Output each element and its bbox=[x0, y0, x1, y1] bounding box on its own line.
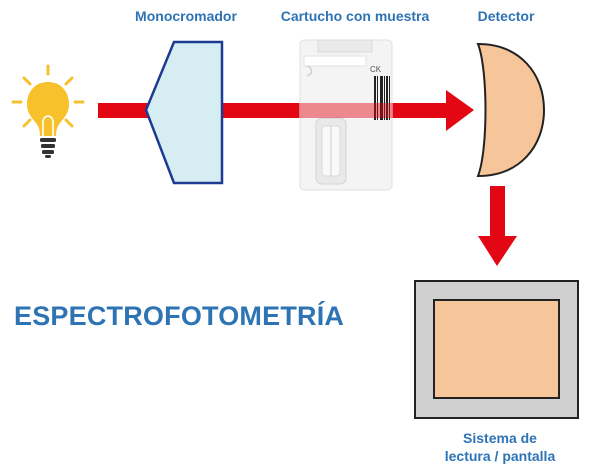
readout-label-line-1: Sistema de bbox=[463, 430, 537, 446]
monochromator-label: Monocromador bbox=[135, 8, 237, 24]
cartridge-code-text: CK bbox=[370, 65, 382, 74]
readout-label-line-2: lectura / pantalla bbox=[444, 448, 556, 464]
detector-shape bbox=[476, 42, 546, 178]
readout-system-label: Sistema de lectura / pantalla bbox=[430, 429, 570, 465]
light-bulb-icon bbox=[11, 64, 85, 158]
arrow-right-icon bbox=[446, 90, 474, 131]
sample-cartridge: CK bbox=[299, 39, 393, 191]
monochromator-prism bbox=[144, 40, 224, 185]
detector-label: Detector bbox=[477, 8, 535, 24]
cartridge-label: Cartucho con muestra bbox=[280, 8, 430, 24]
cartridge-barcode bbox=[374, 76, 390, 120]
arrow-down-icon bbox=[478, 236, 517, 266]
page-title: ESPECTROFOTOMETRÍA bbox=[14, 301, 345, 331]
signal-arrow-shaft bbox=[490, 186, 505, 236]
readout-screen bbox=[414, 280, 579, 419]
